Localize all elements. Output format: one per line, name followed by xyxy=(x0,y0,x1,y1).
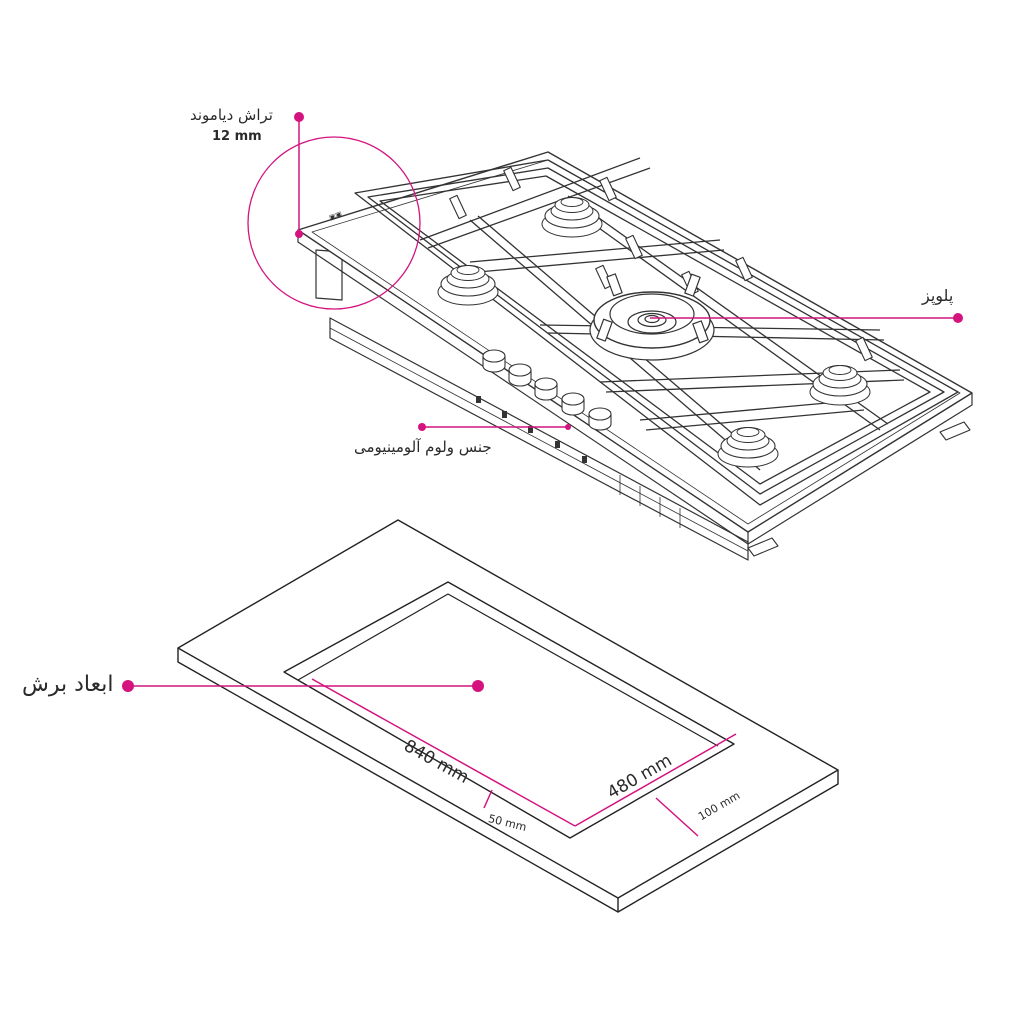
wok-burner xyxy=(589,273,715,361)
knob-material-label: جنس ولوم آلومینیومی xyxy=(354,438,492,456)
front-panel xyxy=(329,317,749,561)
dim-100-line xyxy=(655,797,699,837)
dimension-lines xyxy=(311,678,737,837)
diamond-cut-title: تراش دیاموند xyxy=(190,106,273,124)
cooktop xyxy=(297,151,973,561)
dim-840-line xyxy=(311,678,576,827)
dim-480-line xyxy=(574,733,737,827)
zoom-circle xyxy=(247,136,421,310)
diamond-cut-value: 12 mm xyxy=(212,129,262,144)
callout-graphics xyxy=(128,117,958,687)
cutout-label: ابعاد برش xyxy=(22,672,114,697)
knobs xyxy=(482,349,612,431)
cutout-outer xyxy=(283,581,735,839)
countertop xyxy=(177,519,839,913)
panel-marks xyxy=(476,396,587,463)
wok-burner-label: پلوپز xyxy=(922,286,954,305)
callout-dots xyxy=(122,112,963,692)
dim-50-line xyxy=(483,789,493,809)
feet xyxy=(747,421,971,557)
